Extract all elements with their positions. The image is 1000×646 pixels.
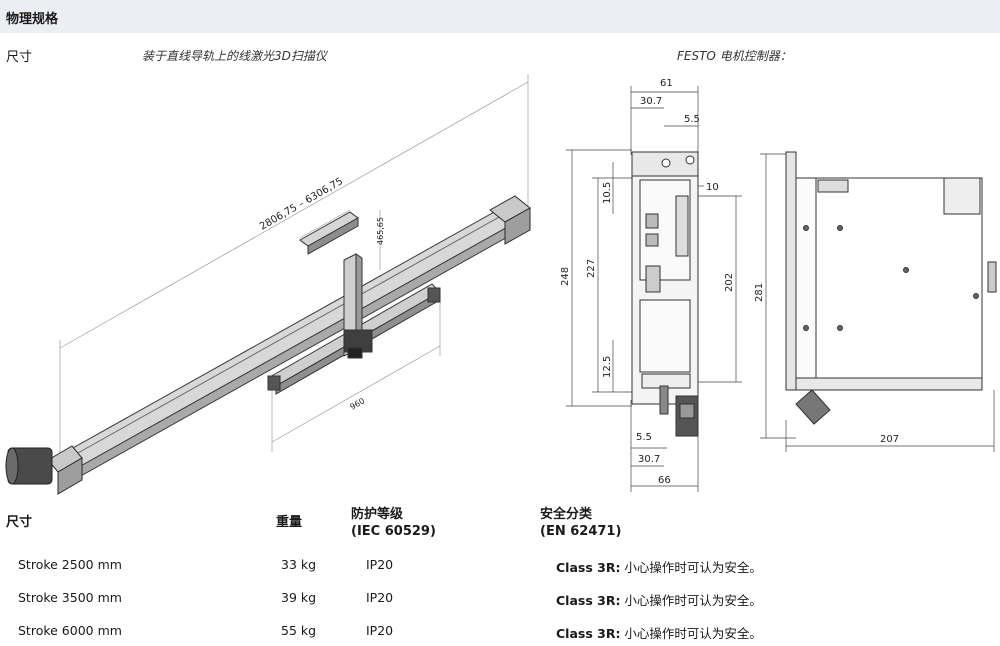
row-weight: 55 kg: [281, 623, 317, 638]
side-body: [785, 151, 997, 425]
dim-top-small: 5.5: [684, 114, 700, 125]
section-title: 物理规格: [6, 12, 59, 27]
side-dim-labels: 281 207: [754, 283, 899, 445]
col-header-size: 尺寸: [6, 515, 33, 530]
dimensions-label: 尺寸: [6, 50, 33, 65]
front-dim-lines: [566, 86, 742, 492]
dim-side-depth: 207: [880, 434, 899, 445]
dim-bot-mid: 30.7: [638, 454, 660, 465]
rail-scanner-drawing: 2806,75 – 6306,75 330 465,65 960: [5, 74, 531, 495]
col-header-protection: 防护等级 (IEC 60529): [351, 506, 436, 540]
col-header-weight: 重量: [276, 515, 303, 530]
class-code: Class 3R:: [556, 560, 621, 575]
dim-height-outer: 248: [560, 267, 571, 286]
row-weight: 33 kg: [281, 557, 317, 572]
safety-title: 安全分类: [540, 507, 593, 522]
dim-bot-total: 66: [658, 475, 671, 486]
dim-v-bottom: 12.5: [602, 356, 613, 378]
class-code: Class 3R:: [556, 593, 621, 608]
dim-height-inner: 227: [586, 259, 597, 278]
scanner-arm: [299, 211, 373, 359]
dim-bot-small: 5.5: [636, 432, 652, 443]
row-ip: IP20: [366, 623, 394, 638]
dim-v-top: 10.5: [602, 182, 613, 204]
row-ip: IP20: [366, 557, 394, 572]
class-desc: 小心操作时可认为安全。: [620, 593, 762, 608]
controller-front-view: 61 30.7 5.5 248 227 202 10.5 12.5 10 5.5…: [560, 78, 742, 492]
dim-height-right: 202: [724, 273, 735, 292]
row-size: Stroke 2500 mm: [18, 557, 122, 572]
arm-height-dim: 465,65: [376, 217, 385, 245]
row-size: Stroke 6000 mm: [18, 623, 122, 638]
class-code: Class 3R:: [556, 626, 621, 641]
row-size: Stroke 3500 mm: [18, 590, 122, 605]
col-header-safety: 安全分类 (EN 62471): [540, 506, 621, 540]
dim-side-height: 281: [754, 283, 765, 302]
drive-motor: [5, 447, 53, 485]
section-header: 物理规格: [0, 0, 1000, 33]
class-desc: 小心操作时可认为安全。: [620, 560, 762, 575]
row-class: Class 3R: 小心操作时可认为安全。: [556, 623, 762, 642]
front-dim-labels: 61 30.7 5.5 248 227 202 10.5 12.5 10 5.5…: [560, 78, 735, 486]
class-desc: 小心操作时可认为安全。: [620, 626, 762, 641]
row-ip: IP20: [366, 590, 394, 605]
safety-standard: (EN 62471): [540, 524, 622, 539]
carriage-dim: 960: [349, 396, 367, 411]
right-figure-caption: FESTO 电机控制器：: [677, 49, 792, 63]
protection-title: 防护等级: [351, 507, 404, 522]
dim-top-mid: 30.7: [640, 96, 662, 107]
main-rail: [54, 205, 521, 483]
row-weight: 39 kg: [281, 590, 317, 605]
dimension-lines: [59, 74, 529, 455]
dim-top-total: 61: [660, 78, 673, 89]
rail-end-blocks: [47, 195, 531, 495]
dim-side-label: 10: [706, 182, 719, 193]
side-dim-lines: [760, 153, 995, 452]
controller-side-view: 281 207: [754, 151, 997, 452]
row-class: Class 3R: 小心操作时可认为安全。: [556, 557, 762, 576]
row-class: Class 3R: 小心操作时可认为安全。: [556, 590, 762, 609]
protection-standard: (IEC 60529): [351, 524, 436, 539]
controller-body: [631, 151, 699, 437]
left-figure-caption: 装于直线导轨上的线激光3D扫描仪: [142, 49, 327, 63]
